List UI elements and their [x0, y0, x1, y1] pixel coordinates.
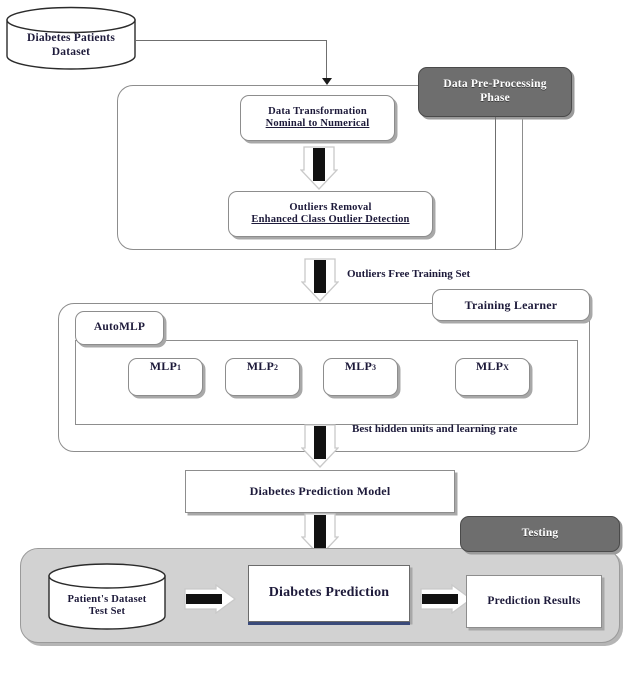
- mlp-unit-3-base: MLP: [344, 359, 373, 373]
- preprocessing-phase-line2: Phase: [480, 92, 510, 104]
- prediction-model-box: Diabetes Prediction Model: [185, 470, 455, 513]
- preprocessing-phase-tag: Data Pre-Processing Phase: [418, 67, 572, 117]
- prediction-model-label: Diabetes Prediction Model: [186, 471, 454, 512]
- source-dataset-line1: Diabetes Patients: [26, 32, 116, 45]
- source-dataset-line2: Dataset: [51, 46, 91, 58]
- outliers-removal-subtitle: Enhanced Class Outlier Detection: [251, 214, 410, 225]
- edge-testset-to-prediction-arrow: [184, 583, 237, 615]
- edge-source-to-transform-horizontal: [136, 40, 326, 41]
- test-dataset-label: Patient's Dataset Test Set: [47, 563, 167, 640]
- training-learner-text: Training Learner: [464, 297, 558, 312]
- training-learner-label: Training Learner: [433, 290, 589, 320]
- outliers-removal-label: Outliers Removal Enhanced Class Outlier …: [229, 192, 432, 236]
- testing-phase-tag: Testing: [460, 516, 620, 552]
- test-dataset-cylinder: Patient's Dataset Test Set: [47, 563, 167, 631]
- edge-model-to-testing-arrow: [300, 513, 340, 557]
- diabetes-prediction-box: Diabetes Prediction: [248, 565, 410, 622]
- prediction-results-box: Prediction Results: [466, 575, 602, 628]
- prediction-results-text: Prediction Results: [487, 594, 581, 607]
- mlp-unit-x-base: MLP: [475, 359, 504, 373]
- automlp-label: AutoMLP: [76, 312, 163, 344]
- edge-training-to-model-arrow: [300, 424, 340, 468]
- data-transformation-subtitle: Nominal to Numerical: [265, 118, 370, 129]
- mlp-unit-1-sub: 1: [177, 363, 182, 372]
- automlp-tag: AutoMLP: [75, 311, 164, 345]
- training-learner-tag: Training Learner: [432, 289, 590, 321]
- testing-phase-label: Testing: [461, 517, 619, 551]
- preprocessing-tag-stem: [495, 117, 496, 250]
- cylinder-shape: [48, 563, 166, 630]
- outliers-removal-title: Outliers Removal: [289, 201, 372, 213]
- edge-preprocessing-to-training-arrow: [300, 258, 340, 302]
- mlp-unit-3-sub: 3: [372, 363, 377, 372]
- preprocessing-phase-label: Data Pre-Processing Phase: [419, 68, 571, 116]
- block-down-arrow: [300, 513, 340, 557]
- edge-prediction-to-results-arrow: [420, 583, 473, 615]
- test-dataset-line2: Test Set: [88, 606, 126, 617]
- source-dataset-label: Diabetes Patients Dataset: [5, 6, 137, 78]
- diabetes-prediction-text: Diabetes Prediction: [268, 585, 390, 601]
- testing-phase-text: Testing: [521, 527, 559, 540]
- cylinder-shape: [6, 6, 136, 70]
- source-dataset-cylinder: Diabetes Patients Dataset: [5, 6, 137, 70]
- diabetes-prediction-label: Diabetes Prediction: [249, 566, 409, 621]
- mlp-unit-x-sub: X: [503, 363, 510, 372]
- prediction-model-text: Diabetes Prediction Model: [249, 484, 391, 499]
- block-down-arrow: [299, 146, 339, 190]
- edge-transform-to-outliers-arrow: [299, 146, 339, 190]
- block-down-arrow: [300, 424, 340, 468]
- block-right-arrow: [420, 583, 473, 615]
- data-transformation-title: Data Transformation: [268, 105, 367, 117]
- mlp-unit-2-sub: 2: [274, 363, 279, 372]
- block-right-arrow: [184, 583, 237, 615]
- mlp-unit-1-base: MLP: [149, 359, 178, 373]
- edge-label-best-hidden: Best hidden units and learning rate: [352, 423, 518, 435]
- edge-label-outliers-free: Outliers Free Training Set: [347, 268, 471, 280]
- automlp-text: AutoMLP: [93, 321, 146, 334]
- data-transformation-label: Data Transformation Nominal to Numerical: [241, 96, 394, 140]
- edge-source-to-transform-vertical: [326, 40, 327, 80]
- mlp-unit-2-base: MLP: [246, 359, 275, 373]
- prediction-results-label: Prediction Results: [467, 576, 601, 627]
- preprocessing-phase-line1: Data Pre-Processing: [443, 78, 547, 91]
- edge-source-arrowhead: [322, 78, 332, 85]
- preprocessing-container: [117, 85, 523, 250]
- block-down-arrow: [300, 258, 340, 302]
- data-transformation-box: Data Transformation Nominal to Numerical: [240, 95, 395, 141]
- test-dataset-line1: Patient's Dataset: [67, 593, 147, 605]
- outliers-removal-box: Outliers Removal Enhanced Class Outlier …: [228, 191, 433, 237]
